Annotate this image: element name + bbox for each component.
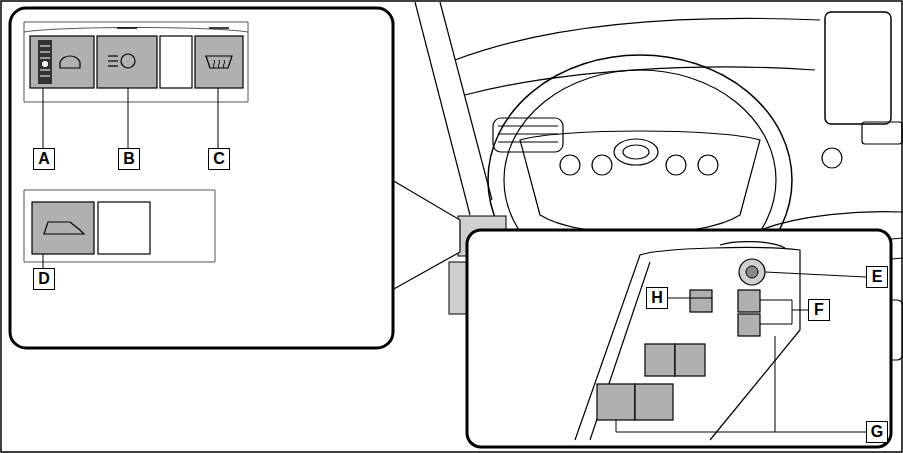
switch-button: [195, 36, 243, 88]
switch-button: [32, 202, 94, 254]
slider-icon: [38, 40, 52, 84]
callout-letter: G: [866, 421, 888, 443]
switch-button: [30, 36, 94, 88]
door-panel: [575, 242, 800, 440]
window-switch: [645, 344, 675, 376]
door-button: [738, 314, 760, 336]
lock-button: [690, 290, 712, 312]
callout-letter: A: [33, 148, 55, 170]
switch-panel: [24, 190, 215, 262]
leader-line: [616, 272, 866, 432]
callout-letter: F: [808, 299, 830, 321]
leader-line: [43, 88, 218, 148]
switch-button: [97, 36, 157, 88]
callout-letter: H: [646, 287, 668, 309]
mirror-knob: [739, 259, 765, 285]
door-button: [738, 290, 760, 312]
callout-letter: E: [866, 266, 888, 288]
blank-switch: [98, 202, 150, 254]
right-inset: [467, 230, 891, 447]
callout-letter: C: [208, 148, 230, 170]
blank-switch: [160, 36, 192, 88]
callout-letter: B: [118, 148, 140, 170]
left-inset: [10, 8, 393, 348]
window-switch: [635, 384, 673, 420]
switch-panel: [24, 22, 248, 102]
window-switch: [597, 384, 635, 420]
window-switch: [675, 344, 705, 376]
leader-line: [43, 254, 44, 268]
callout-letter: D: [33, 268, 55, 290]
